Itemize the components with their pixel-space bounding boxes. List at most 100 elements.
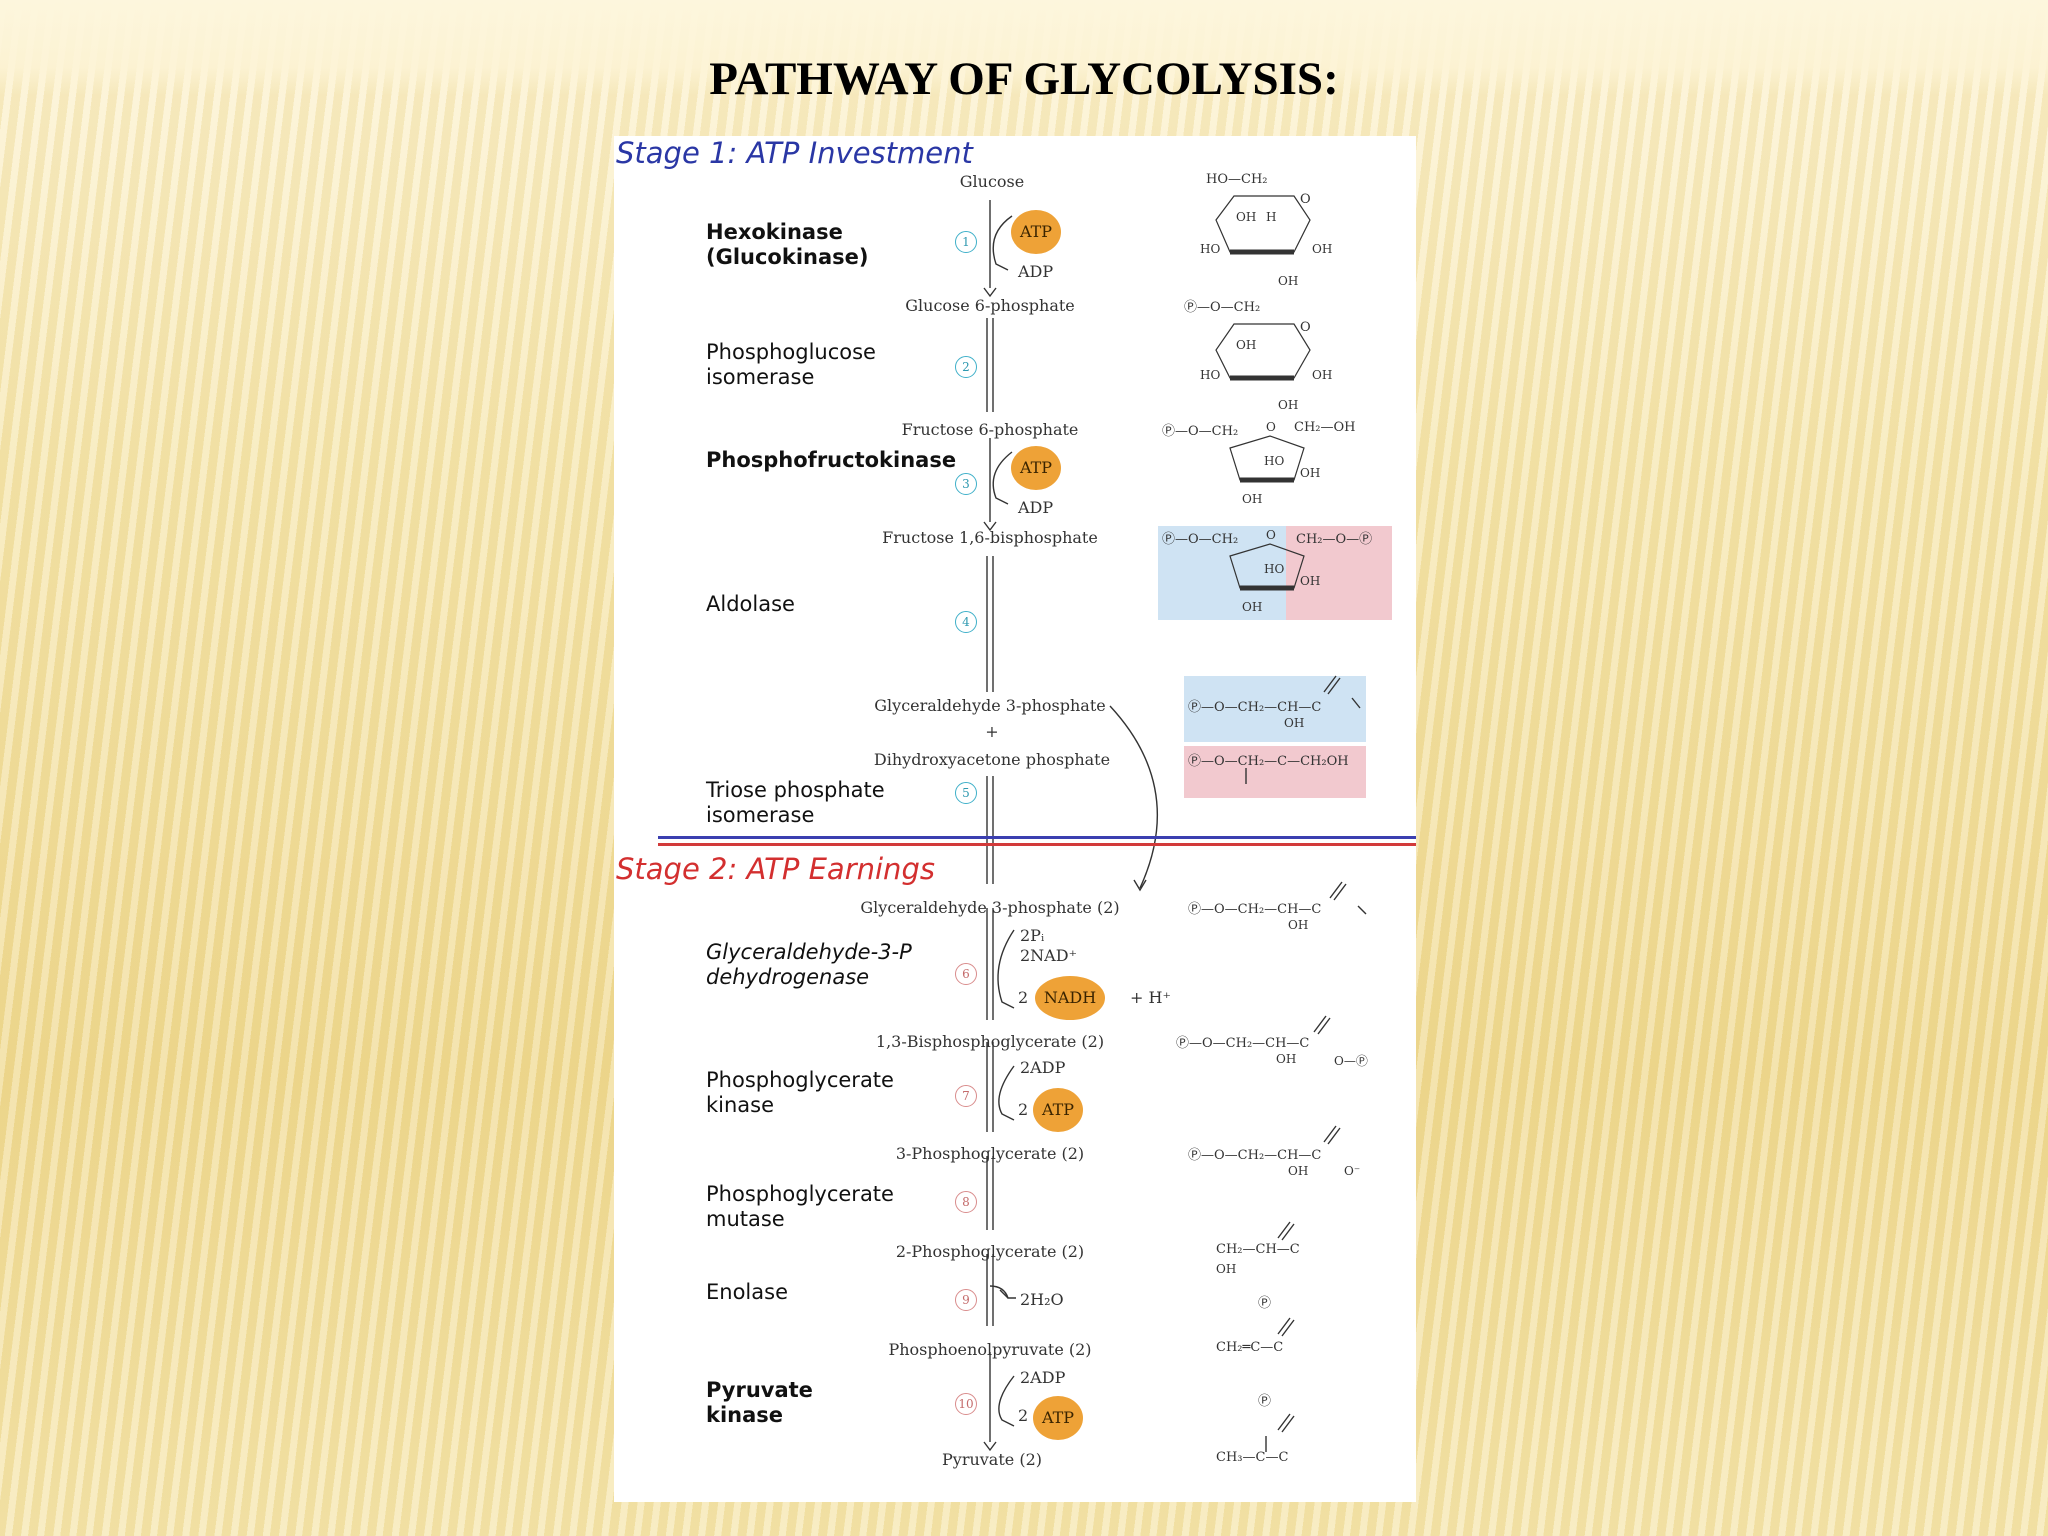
pi-step-6: 2Pᵢ [1020,926,1045,945]
pep-chain: CH₂═C—C [1216,1340,1284,1355]
g6p-oh-c2: OH [1278,398,1299,412]
curve-step-10 [998,1375,1015,1427]
enzyme-triose-phosphate-isomerase: Triose phosphate isomerase [706,778,956,828]
nadh-count-step-6: 2 [1018,988,1029,1007]
bpg-oh: OH [1276,1052,1297,1066]
glucose-oh-c1: OH [1312,242,1333,256]
curve-step-7 [998,1065,1015,1121]
water-step-9: 2H₂O [1020,1290,1064,1309]
f16bp-ho: HO [1264,562,1285,576]
glucose-ho: HO [1200,242,1221,256]
enzyme-label-line: Glyceraldehyde-3-P [706,940,912,964]
gap2-carbonyl [1329,881,1347,901]
f6p-oh-c2: OH [1300,466,1321,480]
metabolite-glucose: Glucose [959,172,1025,191]
f16bp-oh-c4: OH [1242,600,1263,614]
slide-title: PATHWAY OF GLYCOLYSIS: [709,53,1339,105]
arrow-step-3-head [983,521,997,532]
enzyme-label-line: Phosphofructokinase [706,448,957,472]
bpg-chain: Ⓟ—O—CH₂—CH—C [1176,1036,1310,1051]
gap2-chain: Ⓟ—O—CH₂—CH—C [1188,902,1322,917]
atp-count-step-10: 2 [1018,1406,1029,1425]
nadh-badge-step-6: NADH [1035,976,1105,1020]
slide-header-band [0,0,2048,95]
curve-step-9-arm [989,1285,1016,1299]
curve-step-3 [992,451,1013,505]
enzyme-label-line: isomerase [706,365,815,389]
metabolite-glyceraldehyde-3-phosphate: Glyceraldehyde 3-phosphate [874,696,1106,715]
enzyme-phosphofructokinase: Phosphofructokinase [706,448,956,473]
triose-return-arc-head [1133,879,1147,892]
curve-step-9 [999,1289,1009,1299]
gap-carbonyl [1323,675,1341,695]
enzyme-label-line: Hexokinase [706,220,843,244]
metabolite-fructose-6-phosphate: Fructose 6-phosphate [901,420,1079,439]
pyr-carbonyl [1277,1413,1295,1433]
f6p-ring [1229,435,1305,481]
step-number-10: 10 [955,1393,977,1415]
atp-badge-step-1: ATP [1011,210,1061,254]
step-number-2: 2 [955,356,977,378]
glucose-oh-c2: OH [1278,274,1299,288]
glucose-ho-ch2: HO—CH₂ [1206,172,1268,187]
f6p-ho: HO [1264,454,1285,468]
pg2-carbonyl [1277,1221,1295,1241]
enzyme-label-line: (Glucokinase) [706,245,869,269]
metabolite-glyceraldehyde-3-phosphate-2: Glyceraldehyde 3-phosphate (2) [860,898,1120,917]
enzyme-phosphoglycerate-mutase: Phosphoglycerate mutase [706,1182,956,1232]
g6p-oh-c1: OH [1312,368,1333,382]
metabolite-plus-sign: + [985,722,999,741]
enzyme-phosphoglucose-isomerase: Phosphoglucose isomerase [706,340,956,390]
atp-badge-step-7: ATP [1033,1088,1083,1132]
f16bp-blue-half [1158,526,1286,620]
metabolite-2-phosphoglycerate: 2-Phosphoglycerate (2) [895,1242,1085,1261]
metabolite-1-3-bisphosphoglycerate: 1,3-Bisphosphoglycerate (2) [875,1032,1105,1051]
g6p-p-o-ch2: Ⓟ—O—CH₂ [1184,300,1261,315]
step-number-4: 4 [955,611,977,633]
step-number-8: 8 [955,1191,977,1213]
enzyme-label-line: Phosphoglucose [706,340,876,364]
g6p-ho: HO [1200,368,1221,382]
f16bp-ch2-o-p: CH₂—O—Ⓟ [1296,532,1373,547]
enzyme-label-line: Enolase [706,1280,788,1304]
enzyme-label-line: Phosphoglycerate [706,1182,894,1206]
step-number-6: 6 [955,963,977,985]
curve-step-6 [997,929,1015,1009]
metabolite-pyruvate: Pyruvate (2) [942,1450,1042,1469]
pg2-oh: OH [1216,1262,1237,1276]
atp-badge-step-3: ATP [1011,446,1061,490]
f16bp-ring [1229,543,1305,589]
enzyme-label-line: kinase [706,1093,775,1117]
enzyme-label-line: Triose phosphate [706,778,885,802]
glucose-ring [1215,195,1311,253]
gap2-oh: OH [1288,918,1309,932]
gap-oh: OH [1284,716,1305,730]
adp-step-1: ADP [1018,262,1054,281]
pyruvate-chain: CH₃—C—C [1216,1450,1289,1465]
pep-carbonyl [1277,1317,1295,1337]
adp-step-7: 2ADP [1020,1058,1066,1077]
pep-phosphate: Ⓟ [1258,1394,1272,1409]
bpg-carbonyl [1313,1015,1331,1035]
step-number-1: 1 [955,231,977,253]
enzyme-label-line: Aldolase [706,592,795,616]
enzyme-phosphoglycerate-kinase: Phosphoglycerate kinase [706,1068,956,1118]
atp-badge-step-10: ATP [1033,1396,1083,1440]
glycolysis-figure: Stage 1: ATP Investment Stage 2: ATP Ear… [614,136,1416,1502]
enzyme-label-line: dehydrogenase [706,965,870,989]
step-number-5: 5 [955,782,977,804]
enzyme-aldolase: Aldolase [706,592,956,617]
f16bp-p-o-ch2: Ⓟ—O—CH₂ [1162,532,1239,547]
gap-blue-box [1184,676,1366,742]
glucose-oh-c4: OH [1236,210,1257,224]
arrow-step-1-head [983,287,997,298]
f6p-p-o-ch2: Ⓟ—O—CH₂ [1162,424,1239,439]
dhap-pink-box [1184,746,1366,798]
metabolite-dihydroxyacetone-phosphate: Dihydroxyacetone phosphate [873,750,1111,769]
stage-1-heading: Stage 1: ATP Investment [616,136,973,170]
gap2-aldehyde-h [1357,905,1367,915]
nad-step-6: 2NAD⁺ [1020,946,1078,965]
g6p-ring-o: O [1300,320,1311,335]
f16bp-pink-half [1286,526,1392,620]
enzyme-label-line: isomerase [706,803,815,827]
